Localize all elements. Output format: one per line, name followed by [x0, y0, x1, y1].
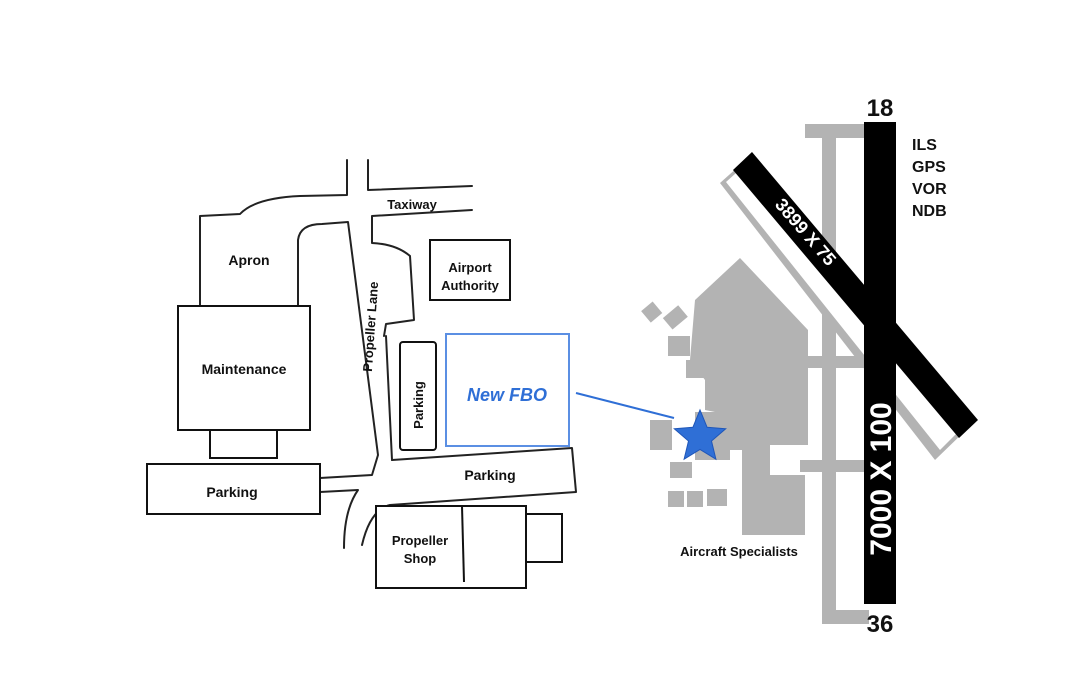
parking-vertical-lot[interactable]: [399, 341, 437, 451]
propeller-shop-annex[interactable]: [525, 513, 563, 563]
airport-authority-building[interactable]: [429, 239, 511, 301]
airfield-building: [670, 462, 692, 478]
lane-edge-right: [385, 335, 393, 461]
navaid-ils: ILS: [912, 137, 937, 154]
airfield-building: [707, 489, 727, 506]
propeller-lane-label: Propeller Lane: [360, 281, 381, 372]
taxiway-label: Taxiway: [387, 197, 437, 212]
parallel-taxiway: [822, 128, 836, 623]
parking-left-lot[interactable]: [146, 463, 321, 515]
taxiway-road-edge-right: [367, 159, 473, 191]
airfield-building: [662, 305, 688, 330]
maintenance-label: Maintenance: [202, 361, 287, 377]
airfield-buildings: [641, 301, 730, 507]
apron-area: [690, 258, 808, 535]
taxiway-stub-north: [805, 124, 869, 138]
fbo-leader-line: [575, 392, 675, 419]
apron-edge-right: [297, 221, 379, 479]
propeller-shop-label-line1: Propeller: [392, 533, 448, 548]
crosswind-runway[interactable]: [733, 152, 978, 438]
maintenance-building[interactable]: [177, 305, 311, 431]
airfield-building: [668, 336, 690, 356]
parking-left-label: Parking: [206, 484, 257, 500]
new-fbo-site[interactable]: [445, 333, 570, 447]
parking-vertical-label: Parking: [411, 381, 426, 429]
airfield-building: [686, 360, 706, 378]
taxiway-stub-south: [822, 610, 869, 624]
maintenance-annex[interactable]: [209, 429, 278, 459]
airfield-building: [687, 491, 703, 507]
airport-authority-label-line1: Airport: [448, 260, 492, 275]
runway-end-18: 18: [867, 95, 894, 122]
navaid-vor: VOR: [912, 181, 947, 198]
propeller-shop-label-line2: Shop: [404, 551, 437, 566]
taxiway-road-edge-bottom: [371, 209, 473, 337]
navaid-ndb: NDB: [912, 203, 947, 220]
star-icon[interactable]: [673, 408, 727, 461]
airfield-overview: 3899 X 75 7000 X 100 18 36 ILS GPS VOR N…: [641, 95, 978, 638]
airfield-building: [641, 301, 663, 323]
airfield-building: [668, 491, 684, 507]
lane-edge-lower: [319, 489, 359, 549]
airfield-building: [708, 364, 728, 380]
taxiway-connector-2: [800, 460, 869, 472]
detail-inset: Maintenance Parking Apron Taxiway Airpor…: [146, 159, 577, 589]
taxiway-connector-1: [800, 356, 869, 368]
propeller-shop-divider: [461, 505, 465, 583]
taxiway-road-edge-top: [199, 159, 348, 306]
crosswind-shoulder-inner: [726, 165, 960, 450]
parking-lower-label: Parking: [464, 467, 515, 483]
airfield-building: [650, 420, 672, 450]
runway-end-36: 36: [867, 611, 894, 638]
navaid-gps: GPS: [912, 159, 946, 176]
airport-authority-label-line2: Authority: [441, 278, 500, 293]
aircraft-specialists-label: Aircraft Specialists: [680, 544, 798, 559]
main-runway-dimensions: 7000 X 100: [865, 402, 898, 555]
new-fbo-label: New FBO: [467, 385, 547, 405]
propeller-shop-building[interactable]: [375, 505, 527, 589]
main-runway[interactable]: [864, 122, 896, 604]
apron-label: Apron: [228, 252, 269, 268]
